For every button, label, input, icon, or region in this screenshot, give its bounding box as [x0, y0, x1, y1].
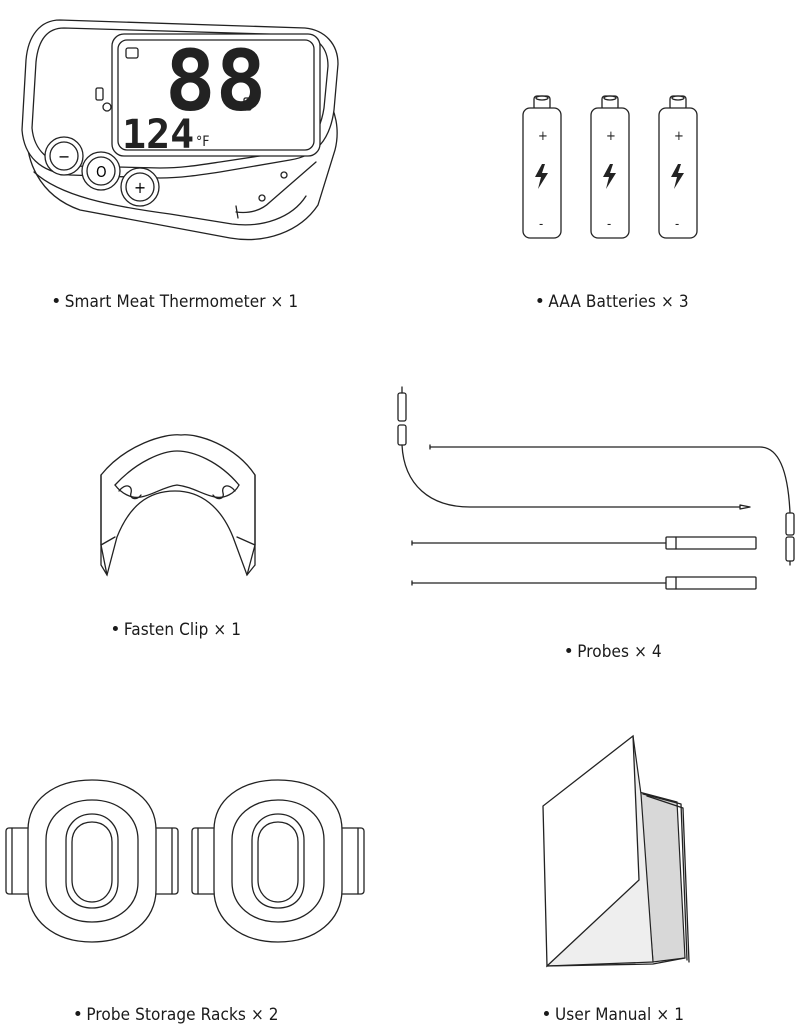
batteries-item: + - + - + -: [515, 90, 715, 250]
power-button: O: [81, 151, 121, 191]
battery: + -: [658, 95, 698, 239]
bullet-dot: [53, 297, 59, 303]
svg-text:+: +: [538, 129, 548, 144]
item-caption: Smart Meat Thermometer × 1: [53, 292, 299, 312]
storage-rack: [5, 779, 179, 943]
svg-text:O: O: [96, 163, 107, 181]
svg-text:+: +: [674, 129, 684, 144]
bullet-dot: [566, 647, 572, 653]
svg-text:-: -: [675, 217, 679, 232]
clip-item: [85, 425, 265, 585]
svg-text:−: −: [58, 147, 70, 166]
bullet-dot: [543, 1010, 549, 1016]
bullet-dot: [75, 1010, 81, 1016]
thermometer-item: 88 124 °F − O +: [0, 0, 360, 260]
battery: + -: [590, 95, 630, 239]
probes-item: [390, 385, 800, 595]
svg-text:+: +: [134, 178, 146, 197]
item-caption: Fasten Clip × 1: [112, 620, 241, 640]
racks-item: [0, 770, 370, 950]
item-caption: Probe Storage Racks × 2: [75, 1005, 279, 1025]
item-caption: Probes × 4: [566, 642, 662, 662]
plus-button: +: [120, 167, 160, 207]
item-caption: AAA Batteries × 3: [537, 292, 689, 312]
item-caption: User Manual × 1: [543, 1005, 684, 1025]
probe-icon: [397, 386, 795, 590]
svg-text:+: +: [606, 129, 616, 144]
bullet-dot: [112, 625, 118, 631]
svg-text:-: -: [539, 217, 543, 232]
battery: + -: [522, 95, 562, 239]
thermometer-device-icon: 88 124 °F − O +: [21, 19, 339, 241]
display-unit: °F: [196, 134, 210, 150]
storage-rack: [191, 779, 365, 943]
display-big-digits: 88: [165, 32, 266, 130]
svg-text:-: -: [607, 217, 611, 232]
bullet-dot: [537, 297, 543, 303]
manual-book-icon: [542, 734, 690, 968]
clip-icon: [100, 434, 256, 577]
storage-rack-icon: [5, 779, 365, 943]
minus-button: −: [44, 136, 84, 176]
display-temperature: 124: [122, 112, 194, 158]
manual-item: [535, 730, 695, 975]
battery-icon: + - + - + -: [522, 95, 698, 239]
